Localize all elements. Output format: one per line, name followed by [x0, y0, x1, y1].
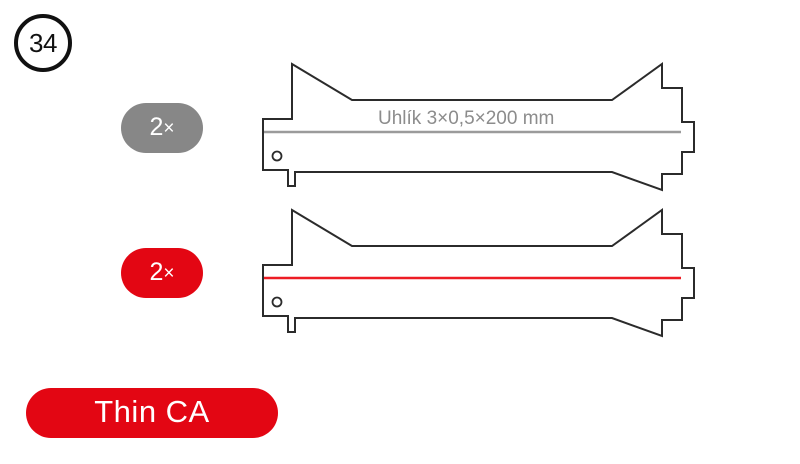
part-outline-top [262, 62, 695, 192]
alignment-hole-bottom [271, 296, 283, 308]
fuselage-side-outline-top [262, 62, 695, 192]
quantity-badge-glue-text: 2× [149, 257, 175, 286]
quantity-badge-carbon-rod: 2× [121, 103, 203, 153]
quantity-badge-glue: 2× [121, 248, 203, 298]
fuselage-side-outline-bottom [262, 208, 695, 338]
quantity-value-gray: 2 [149, 112, 164, 141]
multiply-icon-red: × [163, 262, 175, 284]
quantity-badge-carbon-rod-text: 2× [149, 112, 175, 141]
step-number-label: 34 [29, 28, 57, 58]
part-outline-bottom [262, 208, 695, 338]
alignment-hole-top [271, 150, 283, 162]
step-number-badge: 34 [14, 14, 72, 72]
glue-type-button[interactable]: Thin CA [26, 388, 278, 438]
multiply-icon-gray: × [163, 117, 175, 139]
quantity-value-red: 2 [149, 257, 164, 286]
glue-type-label: Thin CA [94, 393, 210, 429]
part-label-carbon-rod: Uhlík 3×0,5×200 mm [378, 108, 555, 129]
